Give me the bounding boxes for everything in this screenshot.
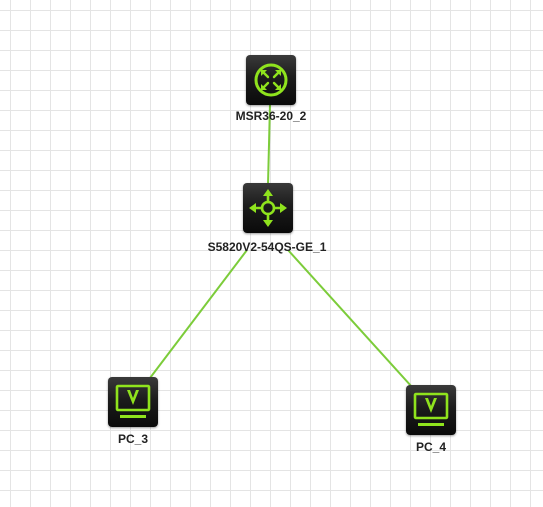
router-icon[interactable] bbox=[246, 55, 296, 105]
pc-icon[interactable] bbox=[108, 377, 158, 427]
switch-label: S5820V2-54QS-GE_1 bbox=[207, 240, 327, 254]
router-label: MSR36-20_2 bbox=[235, 109, 307, 123]
switch-icon[interactable] bbox=[243, 183, 293, 233]
device-pc3[interactable] bbox=[108, 377, 158, 427]
link-router-switch[interactable] bbox=[267, 103, 271, 186]
pc3-label: PC_3 bbox=[117, 432, 149, 446]
pc4-label: PC_4 bbox=[415, 440, 447, 454]
link-switch-pc4[interactable] bbox=[287, 249, 413, 388]
link-switch-pc3[interactable] bbox=[149, 249, 248, 379]
device-pc4[interactable] bbox=[406, 385, 456, 435]
device-router[interactable] bbox=[246, 55, 296, 105]
pc-icon[interactable] bbox=[406, 385, 456, 435]
device-switch[interactable] bbox=[243, 183, 293, 233]
